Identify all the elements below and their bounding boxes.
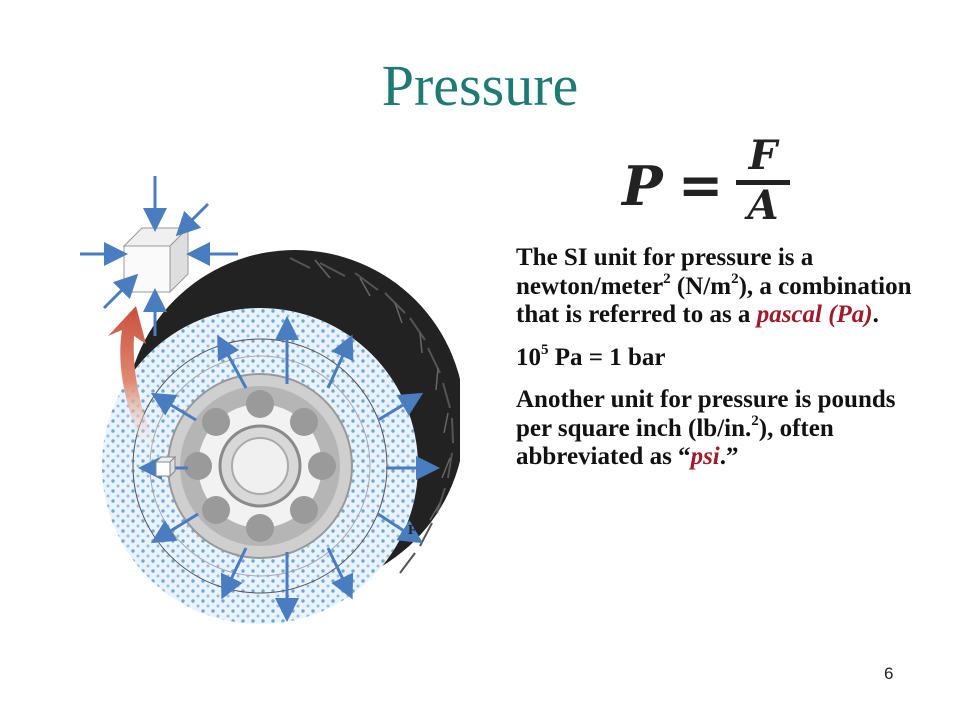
force-label: F — [408, 523, 417, 538]
cube-force-arrows — [80, 176, 238, 336]
formula-numerator: F — [748, 132, 778, 179]
small-air-cube — [154, 455, 177, 478]
psi-term: psi — [690, 443, 720, 470]
large-pressure-cube — [122, 226, 190, 294]
formula-lhs: P — [622, 154, 663, 218]
bar-rest: Pa = 1 bar — [548, 343, 666, 371]
si-sup-2: 2 — [731, 271, 739, 288]
formula-denominator: A — [747, 182, 779, 229]
si-text-1: The SI unit for pressure is a newton/met… — [516, 244, 814, 300]
formula-equals: = — [678, 154, 724, 217]
psi-sup: 2 — [751, 413, 759, 430]
psi-text-3: .” — [719, 443, 739, 470]
slide-number: 6 — [884, 664, 894, 683]
si-unit-paragraph: The SI unit for pressure is a newton/met… — [516, 244, 916, 330]
inner-rim-line — [132, 338, 388, 594]
psi-text-2: ), often abbreviated as “ — [516, 414, 834, 471]
body-text: The SI unit for pressure is a newton/met… — [516, 244, 916, 486]
si-text-3: ), a combination that is referred to as … — [516, 272, 912, 329]
bar-paragraph: 105 Pa = 1 bar — [516, 342, 916, 373]
psi-text-1: Another unit for pressure is pounds per … — [516, 386, 896, 442]
si-text-2: (N/m — [670, 272, 732, 300]
bar-base: 10 — [516, 343, 541, 371]
tire-pressure-illustration: F — [80, 176, 460, 624]
fraction-bar — [736, 180, 790, 185]
radial-force-arrows — [138, 316, 440, 622]
pascal-term: pascal (Pa) — [756, 301, 873, 328]
si-sup-1: 2 — [663, 271, 671, 288]
curved-magnify-arrow — [108, 306, 160, 458]
si-text-4: . — [872, 301, 879, 328]
bar-exponent: 5 — [541, 342, 549, 359]
pressure-formula: P = F A — [618, 132, 793, 232]
wheel-hub — [167, 373, 353, 559]
slide-title: Pressure — [381, 53, 579, 118]
psi-paragraph: Another unit for pressure is pounds per … — [516, 386, 916, 472]
